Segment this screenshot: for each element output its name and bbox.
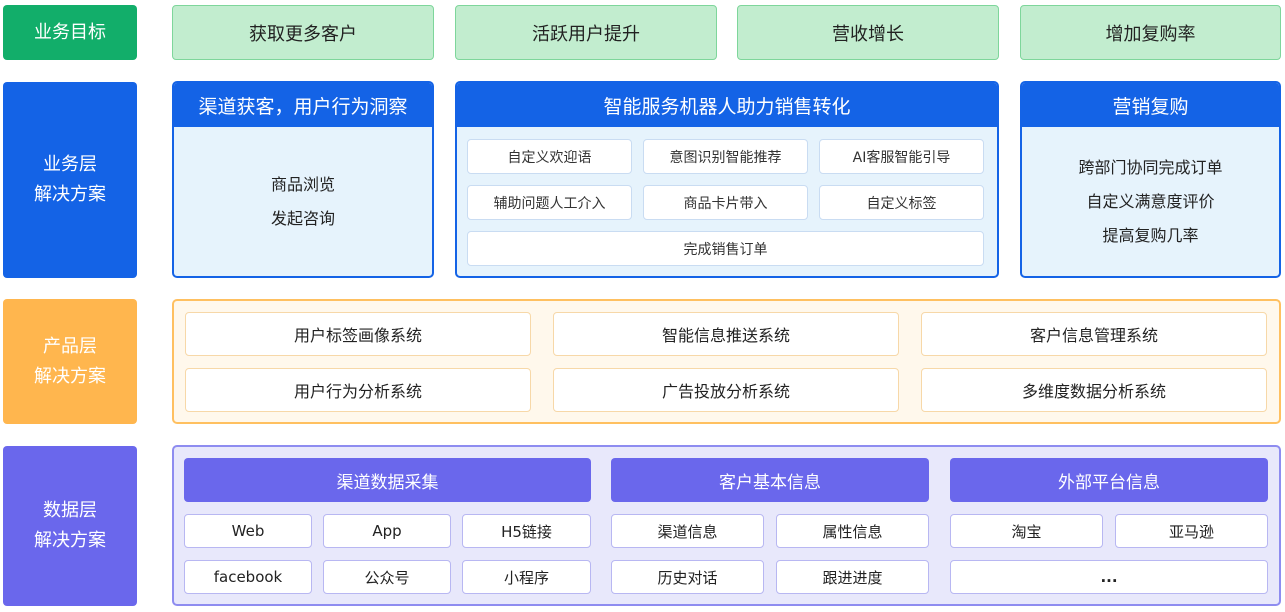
- product-system-text: 智能信息推送系统: [661, 326, 790, 345]
- data-chip-text: Web: [231, 522, 265, 540]
- feature-chip-text: 辅助问题人工介入: [493, 195, 606, 212]
- data-chip: 渠道信息: [611, 514, 764, 548]
- business-layer-label: 业务层 解决方案: [3, 82, 137, 278]
- data-chip-text: 小程序: [503, 568, 549, 587]
- data-chip-text: App: [372, 522, 402, 540]
- product-system-text: 用户标签画像系统: [293, 326, 422, 345]
- product-system-chip: 广告投放分析系统: [553, 368, 899, 412]
- data-layer-label-line1: 数据层: [43, 500, 97, 521]
- data-chip: 小程序: [462, 560, 591, 594]
- feature-chip-text: AI客服智能引导: [852, 149, 951, 166]
- business-repurchase-line: 跨部门协同完成订单: [1078, 157, 1223, 177]
- goal-box: 增加复购率: [1020, 5, 1281, 60]
- feature-chip-text: 意图识别智能推荐: [669, 149, 782, 166]
- feature-chip-text: 完成销售订单: [683, 241, 768, 258]
- product-system-chip: 多维度数据分析系统: [921, 368, 1267, 412]
- business-channel-box: 渠道获客，用户行为洞察 商品浏览 发起咨询: [172, 81, 434, 278]
- product-layer-label: 产品层 解决方案: [3, 299, 137, 424]
- data-chip-text: H5链接: [501, 522, 552, 541]
- product-system-text: 用户行为分析系统: [293, 382, 422, 401]
- business-repurchase-line: 自定义满意度评价: [1086, 191, 1215, 211]
- data-layer-label-line2: 解决方案: [34, 530, 106, 551]
- goal-text: 活跃用户提升: [532, 23, 640, 45]
- data-chip-text: 淘宝: [1011, 522, 1042, 541]
- data-chip: 亚马逊: [1115, 514, 1268, 548]
- data-chip-text: 跟进进度: [822, 568, 883, 587]
- goal-box: 营收增长: [737, 5, 999, 60]
- product-system-chip: 用户行为分析系统: [185, 368, 531, 412]
- goal-text: 增加复购率: [1105, 23, 1196, 45]
- data-chip-text: 公众号: [364, 568, 410, 587]
- business-repurchase-line: 提高复购几率: [1102, 225, 1199, 245]
- feature-chip: 辅助问题人工介入: [467, 185, 632, 220]
- data-chip: 跟进进度: [776, 560, 929, 594]
- feature-chip: 自定义标签: [819, 185, 984, 220]
- data-chip-text: 渠道信息: [657, 522, 718, 541]
- feature-chip-wide: 完成销售订单: [467, 231, 984, 266]
- goal-text: 获取更多客户: [249, 23, 357, 45]
- data-chip-text: 历史对话: [657, 568, 718, 587]
- product-system-chip: 智能信息推送系统: [553, 312, 899, 356]
- feature-chip-text: 自定义标签: [866, 195, 937, 212]
- data-group-header: 渠道数据采集: [184, 458, 591, 502]
- data-chip: 属性信息: [776, 514, 929, 548]
- data-chip: facebook: [184, 560, 312, 594]
- feature-chip: 自定义欢迎语: [467, 139, 632, 174]
- product-system-text: 广告投放分析系统: [661, 382, 790, 401]
- business-layer-label-line1: 业务层: [43, 154, 97, 175]
- data-chip-text: facebook: [213, 568, 283, 586]
- business-repurchase-title: 营销复购: [1022, 83, 1279, 127]
- product-layer-label-line2: 解决方案: [34, 365, 106, 387]
- goals-row-label-text: 业务目标: [34, 21, 106, 43]
- product-layer-label-line1: 产品层: [43, 335, 97, 357]
- data-chip-text: ...: [1100, 568, 1118, 586]
- goals-row-label: 业务目标: [3, 5, 137, 60]
- business-channel-lines: 商品浏览 发起咨询: [174, 127, 432, 276]
- business-channel-line: 发起咨询: [270, 208, 335, 228]
- feature-chip: 商品卡片带入: [643, 185, 808, 220]
- data-group-header-text: 客户基本信息: [719, 472, 821, 493]
- data-chip: 历史对话: [611, 560, 764, 594]
- data-chip-wide: ...: [950, 560, 1268, 594]
- data-chip: 公众号: [323, 560, 451, 594]
- business-robot-title: 智能服务机器人助力销售转化: [457, 83, 997, 127]
- data-group-header-text: 外部平台信息: [1058, 472, 1160, 493]
- product-system-chip: 客户信息管理系统: [921, 312, 1267, 356]
- business-repurchase-box: 营销复购 跨部门协同完成订单 自定义满意度评价 提高复购几率: [1020, 81, 1281, 278]
- product-system-chip: 用户标签画像系统: [185, 312, 531, 356]
- business-channel-title: 渠道获客，用户行为洞察: [174, 83, 432, 127]
- business-repurchase-lines: 跨部门协同完成订单 自定义满意度评价 提高复购几率: [1022, 127, 1279, 276]
- business-layer-label-line2: 解决方案: [34, 184, 106, 205]
- goal-box: 活跃用户提升: [455, 5, 717, 60]
- business-repurchase-title-text: 营销复购: [1112, 95, 1189, 118]
- data-group-header-text: 渠道数据采集: [336, 472, 439, 493]
- data-layer-label: 数据层 解决方案: [3, 446, 137, 606]
- goal-box: 获取更多客户: [172, 5, 434, 60]
- business-robot-title-text: 智能服务机器人助力销售转化: [603, 95, 851, 118]
- data-chip-text: 属性信息: [822, 522, 883, 541]
- feature-chip: 意图识别智能推荐: [643, 139, 808, 174]
- data-chip: Web: [184, 514, 312, 548]
- goal-text: 营收增长: [832, 23, 904, 45]
- data-chip: App: [323, 514, 451, 548]
- business-channel-line: 商品浏览: [270, 174, 335, 194]
- data-group-header: 客户基本信息: [611, 458, 929, 502]
- data-chip-text: 亚马逊: [1168, 522, 1214, 541]
- data-chip: H5链接: [462, 514, 591, 548]
- data-chip: 淘宝: [950, 514, 1103, 548]
- feature-chip: AI客服智能引导: [819, 139, 984, 174]
- product-system-text: 客户信息管理系统: [1029, 326, 1158, 345]
- data-group-header: 外部平台信息: [950, 458, 1268, 502]
- business-channel-title-text: 渠道获客，用户行为洞察: [198, 95, 408, 118]
- feature-chip-text: 自定义欢迎语: [507, 149, 592, 166]
- product-system-text: 多维度数据分析系统: [1021, 382, 1166, 401]
- feature-chip-text: 商品卡片带入: [683, 195, 768, 212]
